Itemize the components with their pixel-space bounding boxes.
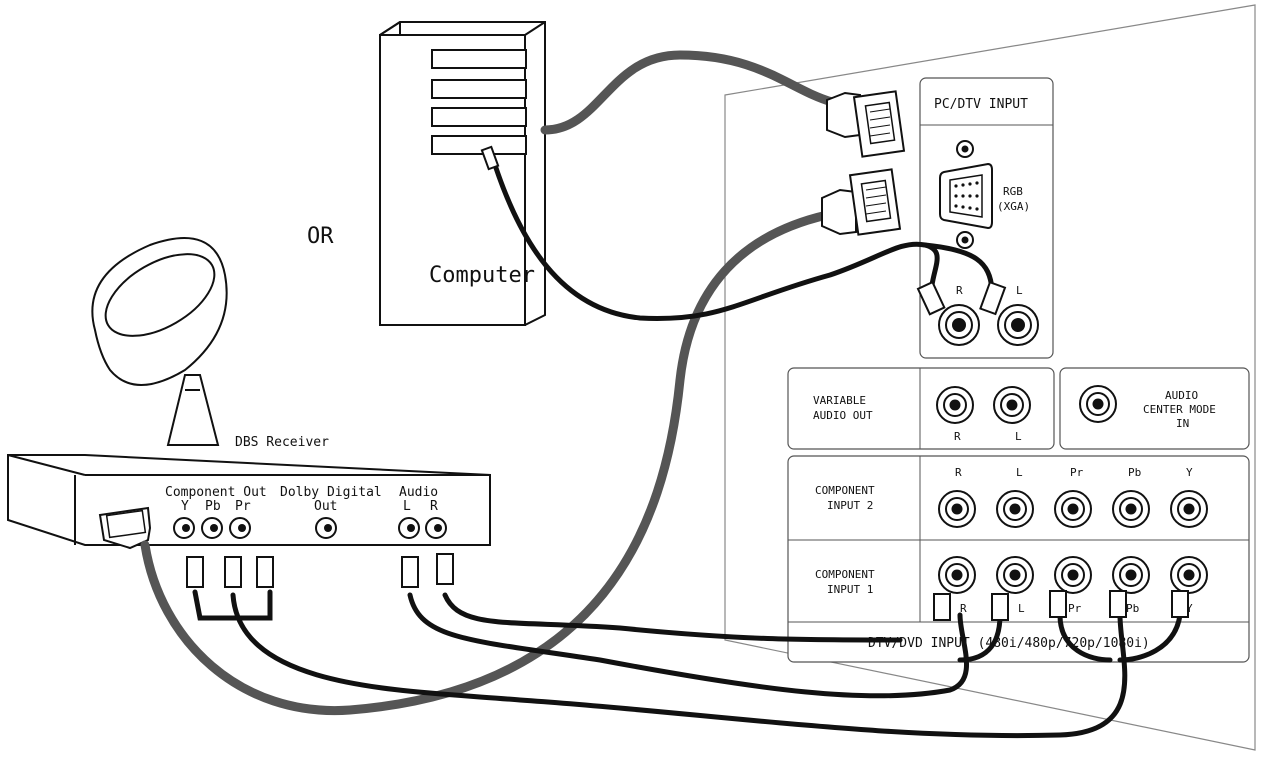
- audio-cable-r: [407, 592, 969, 699]
- c1-l-label: L: [1018, 602, 1025, 615]
- rgb-label: RGB: [1003, 185, 1023, 198]
- c2-l-jack: [996, 490, 1034, 528]
- dolby-digital-label: Dolby Digital: [280, 485, 382, 500]
- computer-label: Computer: [429, 263, 535, 288]
- c1-pr-jack: [1054, 556, 1092, 594]
- drive-bay-2: [431, 79, 527, 99]
- component-input-2-label-2: INPUT 2: [827, 499, 873, 512]
- variable-audio-out-panel: VARIABLE AUDIO OUT R L: [787, 367, 1055, 450]
- c1-y-label: Y: [1186, 602, 1193, 615]
- c1-y-jack: [1170, 556, 1208, 594]
- dolby-out-label: Out: [314, 499, 337, 514]
- rgb-port: [939, 162, 993, 230]
- rgb-screw-top: [956, 140, 974, 158]
- component-out-label: Component Out: [165, 485, 267, 500]
- c2-pr-jack: [1054, 490, 1092, 528]
- variable-audio-out-label-1: VARIABLE: [813, 394, 866, 407]
- rcv-y-label: Y: [181, 499, 189, 514]
- rcv-vga-connector-icon: [98, 506, 152, 550]
- pc-audio-r-jack: [938, 304, 980, 346]
- component-inputs-panel: COMPONENT INPUT 2 COMPONENT INPUT 1 R L …: [787, 455, 1250, 663]
- rgb-screw-bottom: [956, 231, 974, 249]
- c1-pb-label: Pb: [1126, 602, 1139, 615]
- receiver-vga-cable: [140, 210, 832, 716]
- rcv-dolby-jack: [315, 517, 337, 539]
- drive-bay-1: [431, 49, 527, 69]
- dbs-receiver-box: Component Out Dolby Digital Out Audio Y …: [7, 454, 491, 550]
- rcv-audio-r-jack: [425, 517, 447, 539]
- c1-pr-label: Pr: [1068, 602, 1082, 615]
- c2-pr-label: Pr: [1070, 466, 1084, 479]
- audio-center-mode-panel: AUDIO CENTER MODE IN: [1059, 367, 1250, 450]
- variable-audio-r-jack: [936, 386, 974, 424]
- audio-center-label-2: CENTER MODE: [1143, 403, 1216, 416]
- variable-l-label: L: [1015, 430, 1022, 443]
- rca-plugs-icon: [186, 145, 1189, 621]
- c2-y-jack: [1170, 490, 1208, 528]
- computer-tower: Computer: [379, 21, 546, 326]
- c1-l-jack: [996, 556, 1034, 594]
- component-input-1-label-1: COMPONENT: [815, 568, 875, 581]
- xga-label: (XGA): [997, 200, 1030, 213]
- gray-cables: [140, 50, 837, 716]
- computer-vga-cable: [540, 50, 837, 135]
- pc-audio-l-jack: [997, 304, 1039, 346]
- satellite-dish-icon: [91, 237, 228, 446]
- rcv-pb-jack: [201, 517, 223, 539]
- rcv-pr-jack: [229, 517, 251, 539]
- or-label: OR: [307, 224, 334, 249]
- audio-center-label-3: IN: [1176, 417, 1189, 430]
- c1-r-jack: [938, 556, 976, 594]
- c2-l-label: L: [1016, 466, 1023, 479]
- component-cable-long: [230, 592, 1128, 739]
- variable-r-label: R: [954, 430, 961, 443]
- c2-pb-label: Pb: [1128, 466, 1141, 479]
- vga-plug-top-icon: [826, 90, 906, 158]
- pc-audio-r-label: R: [956, 284, 963, 297]
- vga-plug-bottom-icon: [821, 168, 902, 236]
- audio-cable-l: [442, 592, 903, 643]
- c1-r-label: R: [960, 602, 967, 615]
- c2-r-label: R: [955, 466, 962, 479]
- rcv-audio-l-jack: [398, 517, 420, 539]
- rcv-l-label: L: [403, 499, 411, 514]
- c2-pb-jack: [1112, 490, 1150, 528]
- receiver-component-loop: [192, 589, 273, 621]
- dbs-receiver-label: DBS Receiver: [235, 435, 329, 450]
- pc-dtv-input-label: PC/DTV INPUT: [934, 97, 1028, 112]
- component-input-2-label-1: COMPONENT: [815, 484, 875, 497]
- audio-center-label-1: AUDIO: [1165, 389, 1198, 402]
- c1-pb-jack: [1112, 556, 1150, 594]
- rcv-y-jack: [173, 517, 195, 539]
- pc-audio-l-label: L: [1016, 284, 1023, 297]
- component-input-1-label-2: INPUT 1: [827, 583, 873, 596]
- audio-center-jack: [1079, 385, 1117, 423]
- rcv-pb-label: Pb: [205, 499, 221, 514]
- c2-r-jack: [938, 490, 976, 528]
- c2-y-label: Y: [1186, 466, 1193, 479]
- audio-label: Audio: [399, 485, 438, 500]
- rcv-r-label: R: [430, 499, 438, 514]
- computer-audio-cable: [492, 162, 928, 321]
- rcv-pr-label: Pr: [235, 499, 251, 514]
- variable-audio-out-label-2: AUDIO OUT: [813, 409, 873, 422]
- drive-bay-4: [431, 135, 527, 155]
- pc-dtv-input-panel: PC/DTV INPUT RGB (XGA) R L: [919, 77, 1054, 359]
- variable-audio-l-jack: [993, 386, 1031, 424]
- drive-bay-3: [431, 107, 527, 127]
- dtv-dvd-input-label: DTV/DVD INPUT (480i/480p/720p/1080i): [868, 636, 1150, 651]
